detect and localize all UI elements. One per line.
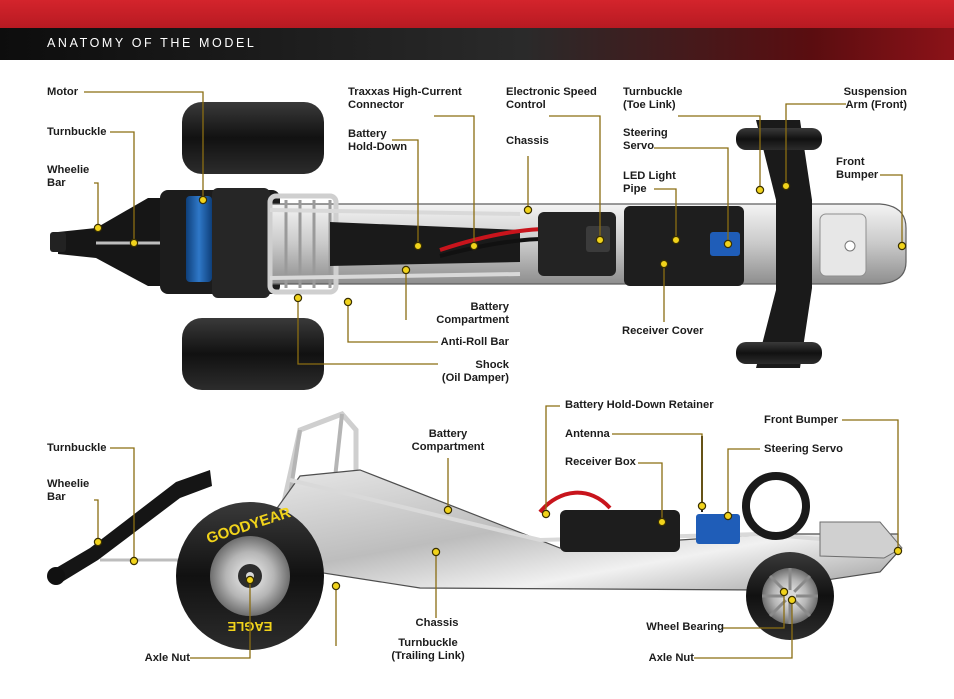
side-leader-lines <box>94 405 899 659</box>
label-top-chassis: Chassis <box>506 135 549 147</box>
side-steering-servo <box>696 514 740 544</box>
label-top-motor: Motor <box>47 86 79 98</box>
label-top-turnbuckle-toe-link: Turnbuckle (Toe Link) <box>623 86 683 111</box>
top-motor <box>186 196 212 282</box>
label-top-battery-hold-down: Battery Hold-Down <box>348 128 408 153</box>
label-top-traxxas-connector: Traxxas High-Current Connector <box>348 86 462 111</box>
top-front-suspension <box>756 120 812 368</box>
label-side-wheelie-bar: Wheelie Bar <box>47 478 90 503</box>
label-side-wheel-bearing: Wheel Bearing <box>646 621 724 633</box>
top-red-band <box>0 0 954 28</box>
label-side-turnbuckle-trailing-link: Turnbuckle (Trailing Link) <box>391 637 465 662</box>
label-side-steering-servo: Steering Servo <box>764 443 843 455</box>
label-top-wheelie-bar: Wheelie Bar <box>47 164 90 189</box>
page-title: ANATOMY OF THE MODEL <box>47 36 257 50</box>
callout-markers <box>93 181 907 605</box>
label-side-receiver-box: Receiver Box <box>565 456 636 468</box>
side-receiver-box <box>560 510 680 552</box>
label-top-shock: Shock (Oil Damper) <box>441 359 509 384</box>
label-side-chassis: Chassis <box>415 617 459 629</box>
label-top-battery-compartment: Battery Compartment <box>436 301 509 326</box>
label-top-anti-roll-bar: Anti-Roll Bar <box>440 336 509 348</box>
label-top-receiver-cover: Receiver Cover <box>622 325 704 337</box>
section-header: ANATOMY OF THE MODEL <box>0 28 954 60</box>
top-front-tire-left <box>736 128 822 150</box>
label-top-turnbuckle: Turnbuckle <box>47 126 107 138</box>
label-side-axle-nut-front: Axle Nut <box>648 652 694 664</box>
top-receiver-cover <box>624 206 744 286</box>
label-side-turnbuckle: Turnbuckle <box>47 442 107 454</box>
label-side-axle-nut-rear: Axle Nut <box>144 652 190 664</box>
top-front-tire-right <box>736 342 822 364</box>
label-top-front-bumper: Front Bumper <box>836 156 879 181</box>
label-top-steering-servo: Steering Servo <box>623 127 668 152</box>
label-side-antenna: Antenna <box>565 428 610 440</box>
label-top-esc: Electronic Speed Control <box>506 86 597 111</box>
label-side-battery-hold-down-retainer: Battery Hold-Down Retainer <box>565 399 714 411</box>
top-view-chassis <box>50 102 907 390</box>
top-rear-tire-right <box>182 318 324 390</box>
label-side-front-bumper: Front Bumper <box>764 414 838 426</box>
label-top-suspension-arm-front: Suspension Arm (Front) <box>843 86 907 111</box>
top-rear-tire-left <box>182 102 324 174</box>
top-leader-lines <box>84 91 903 365</box>
label-side-battery-compartment: Battery Compartment <box>411 428 485 453</box>
label-top-led-light-pipe: LED Light Pipe <box>623 170 676 195</box>
